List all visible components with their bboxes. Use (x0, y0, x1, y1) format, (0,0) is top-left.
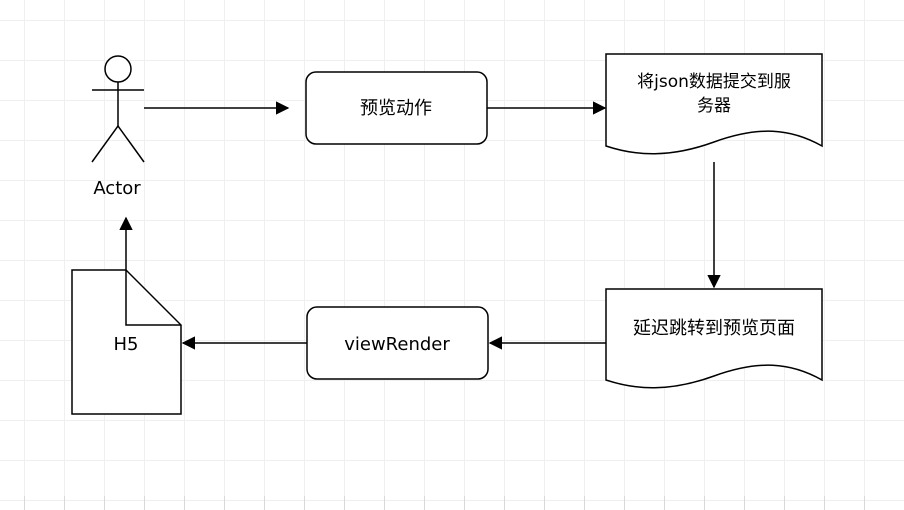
submit-json-document (605, 53, 823, 155)
submit-json-label-line2: 务器 (697, 96, 731, 116)
actor-head (104, 55, 132, 83)
view-render-node[interactable]: viewRender (306, 306, 489, 380)
actor-right-leg (117, 125, 145, 163)
submit-json-label-line1: 将json数据提交到服 (637, 72, 791, 92)
h5-node[interactable]: H5 (71, 269, 182, 415)
h5-page-fold (125, 270, 181, 326)
actor-label: Actor (93, 178, 141, 199)
delay-redirect-node[interactable]: 延迟跳转到预览页面 (605, 288, 823, 389)
actor-node[interactable]: Actor (91, 55, 145, 199)
delay-redirect-label: 延迟跳转到预览页面 (633, 318, 795, 339)
view-render-label: viewRender (344, 334, 450, 355)
delay-redirect-document (605, 288, 823, 389)
canvas-ruler-ticks (0, 496, 904, 510)
preview-action-label: 预览动作 (360, 98, 432, 119)
h5-page (71, 269, 182, 415)
actor-left-leg (91, 125, 119, 163)
preview-action-node[interactable]: 预览动作 (305, 71, 488, 145)
h5-label: H5 (114, 334, 139, 355)
submit-json-node[interactable]: 将json数据提交到服 务器 (605, 53, 823, 155)
